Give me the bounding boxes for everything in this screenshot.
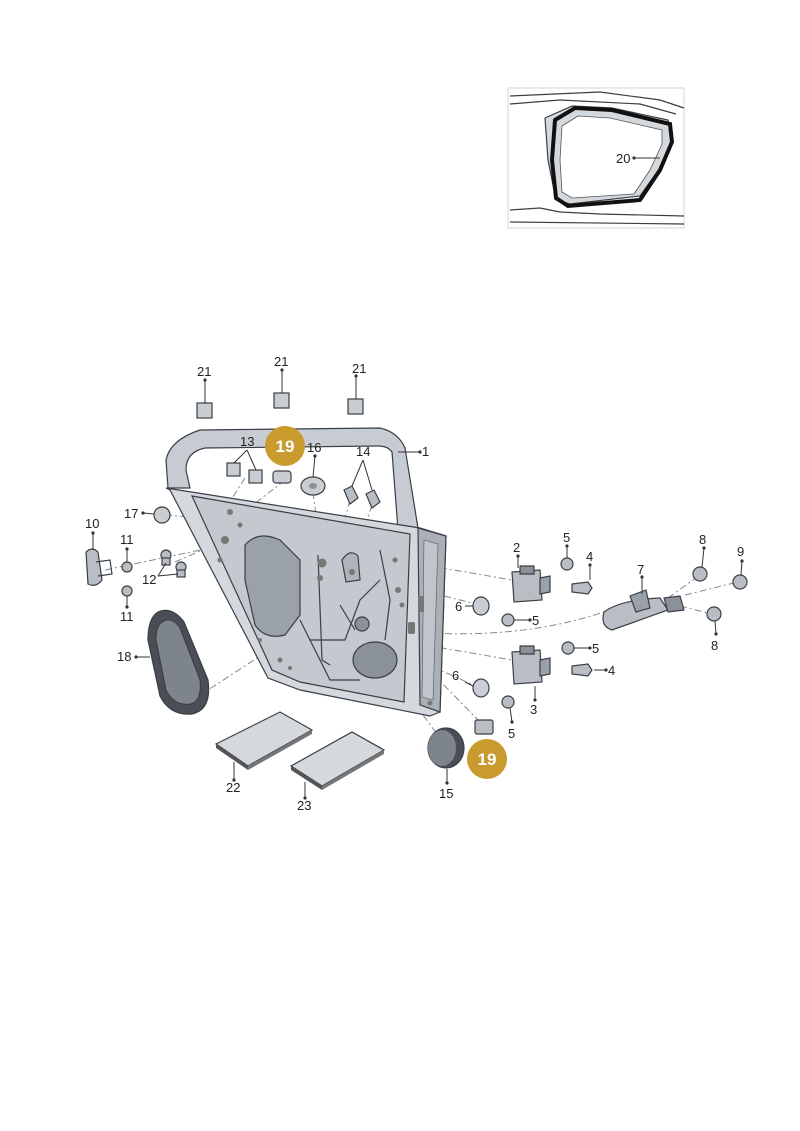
- door-check-7: 7: [602, 562, 685, 631]
- label-9: 9: [737, 544, 744, 559]
- caps-6: 6 6: [452, 596, 490, 698]
- plug-17: 17: [124, 506, 171, 524]
- screws-4: 4 4: [571, 549, 615, 678]
- striker-10: 10: [85, 516, 113, 586]
- door-shell: [165, 427, 447, 717]
- label-1: 1: [422, 444, 429, 459]
- label-22: 22: [226, 780, 240, 795]
- label-21-middle: 21: [274, 354, 288, 369]
- label-13: 13: [240, 434, 254, 449]
- label-5-c: 5: [592, 641, 599, 656]
- label-4-bottom: 4: [608, 663, 615, 678]
- inset-car-body: 20: [507, 87, 685, 229]
- label-11-bottom: 11: [120, 609, 134, 624]
- hinge-3: 3: [511, 645, 551, 717]
- hinge-2: 2: [511, 540, 551, 603]
- label-5-d: 5: [508, 726, 515, 741]
- label-18: 18: [117, 649, 131, 664]
- label-3: 3: [530, 702, 537, 717]
- badge-19-top-label: 19: [276, 437, 295, 456]
- bolt-9: 9: [732, 544, 748, 590]
- label-11-top: 11: [120, 532, 134, 547]
- clips-14: 14: [343, 444, 381, 509]
- bolts-12: 12: [142, 549, 187, 587]
- grommet-16: 16: [300, 440, 326, 496]
- label-16: 16: [307, 440, 321, 455]
- label-23: 23: [297, 798, 311, 813]
- label-20: 20: [616, 151, 630, 166]
- label-14: 14: [356, 444, 370, 459]
- label-17: 17: [124, 506, 138, 521]
- pad-21-middle: 21: [273, 354, 290, 409]
- label-10: 10: [85, 516, 99, 531]
- sheet-22: 22: [214, 711, 314, 795]
- label-15: 15: [439, 786, 453, 801]
- nuts-8: 8 8: [692, 532, 722, 653]
- label-5-b: 5: [532, 613, 539, 628]
- label-7: 7: [637, 562, 644, 577]
- label-12: 12: [142, 572, 156, 587]
- label-21-left: 21: [197, 364, 211, 379]
- label-4-top: 4: [586, 549, 593, 564]
- badge-19-bottom-label: 19: [478, 750, 497, 769]
- seal-18: 18: [117, 609, 210, 715]
- sheet-23: 23: [289, 731, 386, 813]
- pads-13: 13: [226, 434, 263, 484]
- pad-21-right: 21: [347, 361, 366, 415]
- bolts-5: 5 5 5 5: [501, 530, 599, 741]
- pad-21-left: 21: [196, 364, 213, 419]
- label-8-top: 8: [699, 532, 706, 547]
- pad-19-bottom: [474, 719, 494, 735]
- label-21-right: 21: [352, 361, 366, 376]
- screws-11: 11 11: [120, 532, 134, 624]
- highlight-badge-19-bottom[interactable]: 19: [467, 739, 507, 779]
- label-6-bottom: 6: [452, 668, 459, 683]
- pad-19-top: [272, 470, 292, 484]
- door-seal-outline: [549, 105, 675, 209]
- label-5-a: 5: [563, 530, 570, 545]
- label-6-top: 6: [455, 599, 462, 614]
- highlight-badge-19-top[interactable]: 19: [265, 426, 305, 466]
- plug-15: 15: [427, 727, 465, 801]
- label-8-bottom: 8: [711, 638, 718, 653]
- label-2: 2: [513, 540, 520, 555]
